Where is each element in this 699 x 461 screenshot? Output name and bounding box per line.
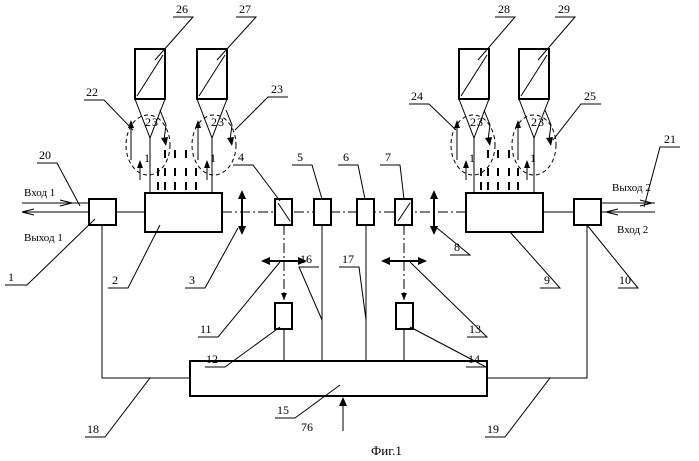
droplets-left [158,150,196,190]
mark-22-c: 1 [144,151,150,165]
beam-splitter-7 [395,199,412,225]
block-2 [145,193,222,232]
label-27: 27 [239,2,251,16]
block-9 [466,193,543,232]
label-26: 26 [176,2,188,16]
mark-22-a: 2 [145,115,151,129]
droplets-right [481,150,518,190]
label-18: 18 [87,422,99,436]
mark-25-b: 3 [538,115,544,129]
figure-caption: Фиг.1 [371,443,402,458]
label-19: 19 [487,422,499,436]
output1-label: Выход 1 [24,232,63,244]
block-6 [357,199,374,225]
label-16: 16 [300,252,312,266]
block-5 [314,199,331,225]
label-14: 14 [468,352,480,366]
label-1: 1 [8,270,14,284]
mark-23-b: 3 [218,115,224,129]
mark-24-c: 1 [469,151,475,165]
label-13: 13 [469,322,481,336]
mark-23-c: 1 [210,151,216,165]
detector-12 [275,303,292,329]
label-28: 28 [498,2,510,16]
label-21: 21 [664,132,676,146]
beam-splitter-4 [275,199,292,225]
mark-24-a: 2 [470,115,476,129]
label-9: 9 [544,273,550,287]
right-io-lines [601,200,655,215]
output2-label: Выход 2 [612,182,651,194]
label-20: 20 [39,148,51,162]
block-15-controller [190,361,487,396]
mark-22-b: 3 [152,115,158,129]
label-4: 4 [238,150,244,164]
input2-label: Вход 2 [617,224,648,236]
mark-25-c: 1 [530,151,536,165]
label-5: 5 [297,150,303,164]
label-8: 8 [454,240,460,254]
label-29: 29 [558,2,570,16]
label-23: 23 [271,82,283,96]
mark-25-a: 2 [531,115,537,129]
label-7: 7 [385,150,391,164]
label-17: 17 [342,252,354,266]
label-2: 2 [112,273,118,287]
mark-24-b: 3 [477,115,483,129]
input1-label: Вход 1 [24,187,55,199]
label-15: 15 [277,403,289,417]
label-12: 12 [206,352,218,366]
label-22: 22 [86,85,98,99]
label-6: 6 [343,150,349,164]
label-10: 10 [619,273,631,287]
detector-14 [396,303,413,329]
label-3: 3 [189,273,195,287]
left-io-lines [22,200,89,215]
zone-arrows [128,110,553,180]
label-25: 25 [584,89,596,103]
label-11: 11 [200,322,212,336]
block-10 [574,199,601,225]
label-24: 24 [411,89,423,103]
mark-23-a: 2 [211,115,217,129]
label-76: 76 [301,420,313,434]
